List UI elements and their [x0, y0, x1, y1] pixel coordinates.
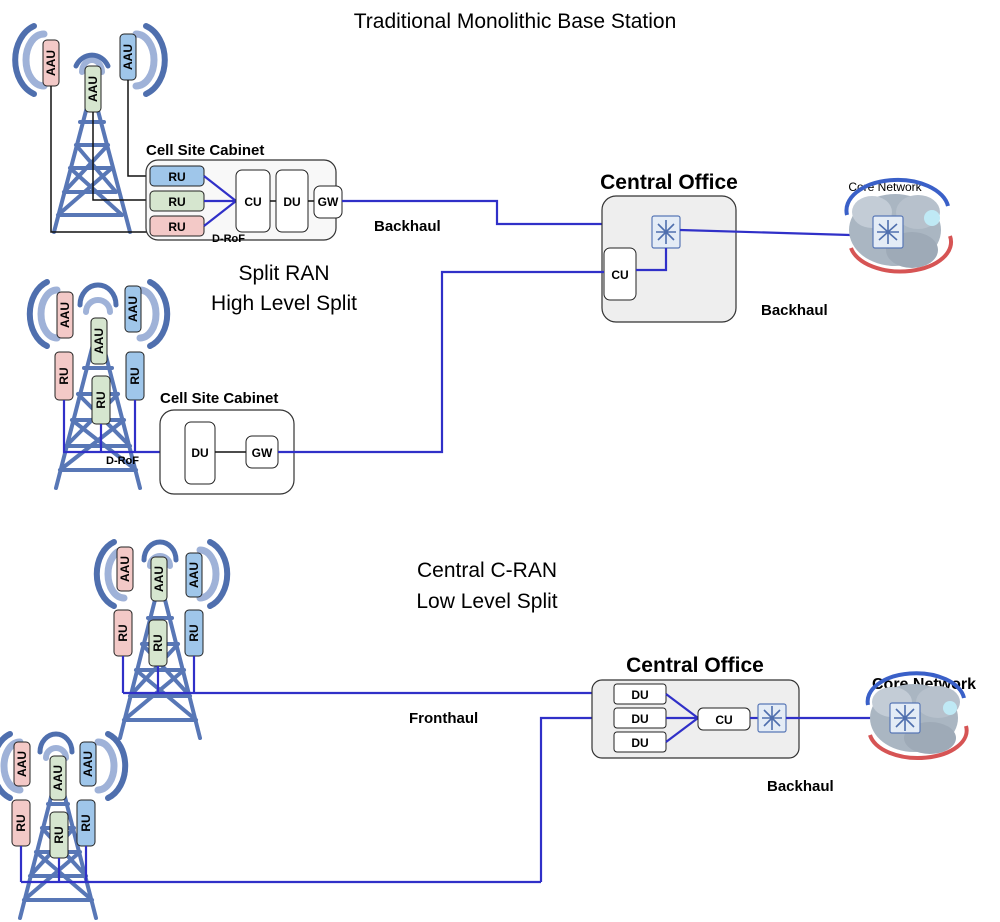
aau-unit [116, 546, 134, 592]
ru-label: RU [151, 634, 165, 651]
aau-label: AAU [86, 76, 100, 102]
tower-4: AAU AAU AAU RU RU RU [0, 731, 541, 920]
ru-label: RU [187, 624, 201, 641]
ru-label: RU [168, 195, 185, 209]
signal-wave-icon [12, 23, 168, 97]
cell-site-cabinet-2: Cell Site Cabinet DU GW [159, 390, 295, 495]
backhaul-label: Backhaul [767, 778, 834, 795]
core-network-label: Core Network [848, 180, 922, 194]
fronthaul-label: Fronthaul [409, 710, 478, 727]
cell-site-cabinet-1: Cell Site Cabinet RU RU RU CU DU GW D-Ro… [145, 142, 343, 245]
gw-label: GW [252, 446, 273, 460]
du-label: DU [283, 195, 300, 209]
aau-unit [49, 755, 67, 801]
cu-unit [603, 247, 637, 301]
aau-label: AAU [92, 328, 106, 354]
cabinet-label: Cell Site Cabinet [160, 390, 278, 407]
ru-label: RU [57, 367, 71, 384]
aau-label: AAU [118, 556, 132, 582]
aau-label: AAU [187, 562, 201, 588]
du-unit [184, 421, 216, 485]
switch-icon [651, 215, 681, 249]
aau-label: AAU [126, 296, 140, 322]
section-subtitle-low-level-split: Low Level Split [416, 590, 557, 613]
aau-unit [124, 285, 142, 333]
du-label: DU [631, 736, 648, 750]
aau-label: AAU [51, 765, 65, 791]
gw-label: GW [318, 195, 339, 209]
section-title-split-ran: Split RAN [238, 262, 329, 285]
d-rof-label: D-RoF [106, 455, 139, 467]
aau-unit [150, 556, 168, 602]
fronthaul-link [539, 716, 614, 882]
aau-label: AAU [58, 302, 72, 328]
core-network-cloud-icon [865, 671, 969, 760]
ru-label: RU [128, 367, 142, 384]
du-label: DU [631, 688, 648, 702]
backhaul-label: Backhaul [374, 218, 441, 235]
ru-label: RU [79, 814, 93, 831]
core-network-1: Core Network [844, 177, 954, 274]
aau-label: AAU [121, 44, 135, 70]
ru-label: RU [14, 814, 28, 831]
cu-label: CU [611, 268, 628, 282]
aau-unit [56, 291, 74, 339]
aau-unit [13, 741, 31, 787]
aau-unit [79, 741, 97, 787]
aau-unit [185, 552, 203, 598]
ru-label: RU [168, 220, 185, 234]
ru-label: RU [52, 826, 66, 843]
tower-3: AAU AAU AAU RU RU RU [93, 539, 614, 740]
cu-label: CU [715, 713, 732, 727]
backhaul-link [278, 270, 604, 454]
tower-icon [118, 578, 202, 740]
backhaul-link [342, 199, 652, 226]
tower-2: AAU AAU AAU RU RU RU D-RoF [26, 279, 185, 490]
aau-unit [90, 317, 108, 365]
aau-label: AAU [15, 751, 29, 777]
tower-1: AAU AAU AAU [12, 23, 168, 234]
du-label: DU [631, 712, 648, 726]
aau-label: AAU [44, 50, 58, 76]
signal-wave-icon [0, 731, 129, 801]
switch-icon [757, 703, 787, 733]
signal-wave-icon [93, 539, 231, 609]
signal-wave-icon [26, 279, 171, 349]
du-label: DU [191, 446, 208, 460]
section-subtitle-high-level-split: High Level Split [211, 292, 357, 315]
aau-label: AAU [81, 751, 95, 777]
central-office-label: Central Office [626, 654, 764, 677]
cabinet-label: Cell Site Cabinet [146, 142, 264, 159]
ru-label: RU [94, 391, 108, 408]
aau-label: AAU [152, 566, 166, 592]
tower-icon [52, 86, 132, 234]
core-network-cloud-icon [844, 177, 954, 274]
core-network-2: Core Network [865, 671, 976, 760]
ru-label: RU [168, 170, 185, 184]
section-title-central-cran: Central C-RAN [417, 559, 557, 582]
central-office-2: Central Office DU DU DU CU [591, 654, 800, 759]
d-rof-label: D-RoF [212, 233, 245, 245]
section-title-traditional: Traditional Monolithic Base Station [354, 10, 677, 33]
ru-label: RU [116, 624, 130, 641]
cu-label: CU [244, 195, 261, 209]
backhaul-label: Backhaul [761, 302, 828, 319]
central-office-label: Central Office [600, 171, 738, 194]
central-office-1: Central Office CU [600, 171, 738, 323]
